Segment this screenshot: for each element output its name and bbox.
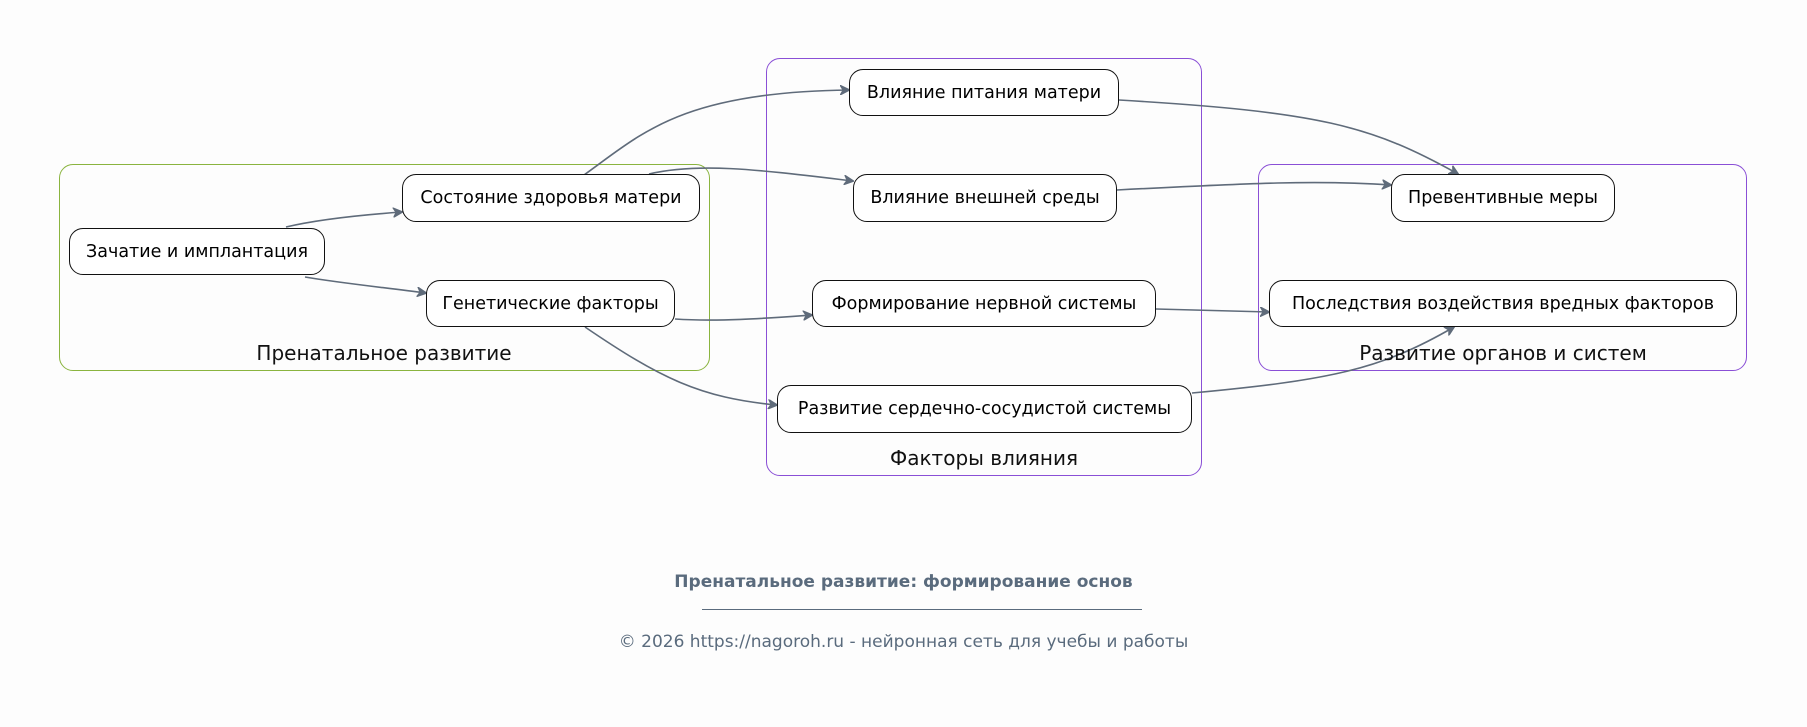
edge-genetic-cardio — [584, 326, 777, 405]
cluster-organs — [1258, 164, 1747, 371]
node-mother-health[interactable]: Состояние здоровья матери — [402, 174, 700, 222]
node-environment[interactable]: Влияние внешней среды — [853, 174, 1117, 222]
edge-genetic-nervous — [674, 315, 812, 321]
cluster-label-organs: Развитие органов и систем — [1359, 341, 1647, 365]
node-label: Превентивные меры — [1408, 188, 1598, 208]
footer-copyright: © 2026 https://nagoroh.ru - нейронная се… — [618, 632, 1189, 652]
node-preventive[interactable]: Превентивные меры — [1391, 174, 1615, 222]
edge-environment-preventive — [1116, 183, 1391, 191]
node-label: Формирование нервной системы — [831, 293, 1137, 314]
edge-mother-health-environment — [648, 167, 853, 181]
node-cardio[interactable]: Развитие сердечно-сосудистой системы — [777, 385, 1192, 433]
cluster-prenatal — [59, 164, 710, 371]
footer-title: Пренатальное развитие: формирование осно… — [674, 572, 1133, 592]
edge-mother-health-nutrition — [583, 90, 849, 176]
edge-nervous-harmful — [1155, 309, 1269, 312]
edge-conception-mother-health — [285, 212, 402, 228]
node-label: Состояние здоровья матери — [420, 188, 682, 208]
edge-cardio-harmful — [1191, 327, 1454, 394]
node-nervous[interactable]: Формирование нервной системы — [812, 280, 1156, 327]
node-label: Развитие сердечно-сосудистой системы — [797, 399, 1172, 419]
node-label: Последствия воздействия вредных факторов — [1291, 293, 1715, 314]
node-label: Влияние внешней среды — [870, 188, 1100, 208]
cluster-label-prenatal: Пренатальное развитие — [256, 341, 512, 365]
node-conception[interactable]: Зачатие и имплантация — [69, 228, 325, 275]
node-label: Зачатие и имплантация — [86, 241, 308, 262]
node-genetic[interactable]: Генетические факторы — [426, 280, 675, 327]
node-harmful[interactable]: Последствия воздействия вредных факторов — [1269, 280, 1737, 327]
edge-nutrition-preventive — [1118, 99, 1458, 174]
node-label: Влияние питания матери — [866, 82, 1102, 103]
footer-divider — [702, 609, 1142, 610]
edge-conception-genetic — [304, 276, 426, 293]
node-label: Генетические факторы — [442, 293, 659, 314]
cluster-factors — [766, 58, 1202, 476]
cluster-label-factors: Факторы влияния — [890, 446, 1078, 470]
node-nutrition[interactable]: Влияние питания матери — [849, 69, 1119, 116]
